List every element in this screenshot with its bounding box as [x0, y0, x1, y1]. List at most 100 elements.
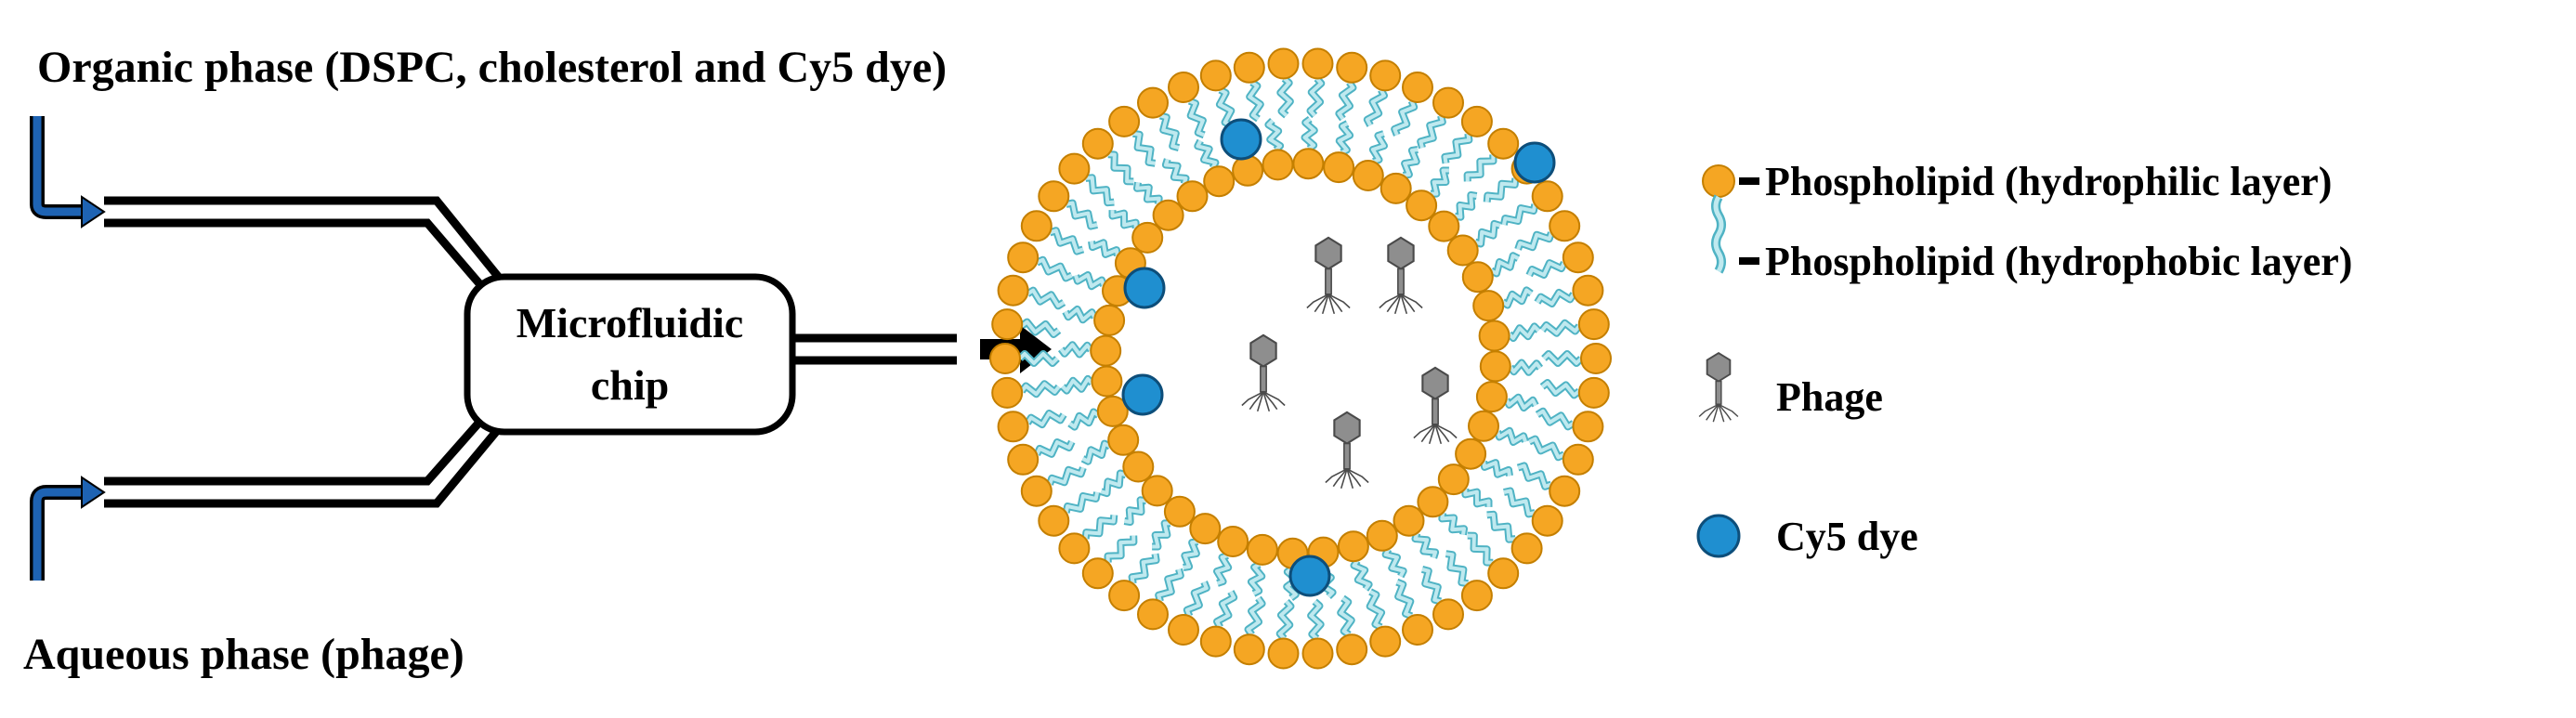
outer-lipid-head — [1199, 59, 1232, 92]
outer-lipid-head — [1301, 637, 1334, 670]
outer-lipid-head — [1081, 127, 1114, 160]
outer-lipid-head — [1137, 598, 1169, 631]
lipid-tail-core — [1085, 176, 1115, 205]
lipid-tail-core — [1403, 148, 1419, 177]
lipid-tail-core — [1215, 554, 1231, 585]
phage-capsid — [1706, 351, 1732, 383]
inner-lipid-head — [1189, 513, 1222, 545]
lipid-tail-core — [1383, 548, 1406, 578]
outer-lipid-head — [1487, 127, 1520, 160]
inner-lipid-head — [1163, 495, 1196, 528]
lipid-tail-core — [1135, 182, 1161, 205]
phage-leg — [1393, 294, 1402, 315]
outer-lipid-head — [1081, 557, 1114, 590]
outer-lipid-head — [1572, 411, 1604, 443]
lipid-tail-core — [1090, 241, 1119, 256]
legend-hydrophobic: Phospholipid (hydrophobic layer) — [1739, 239, 2352, 284]
outer-lipid-head — [1199, 625, 1232, 658]
inner-lipid-head — [1096, 395, 1129, 427]
outer-lipid-head — [1301, 47, 1334, 80]
lipid-tail-core — [1443, 133, 1471, 164]
lipid-tail-core — [1352, 559, 1371, 591]
cy5-dye-molecule — [1121, 373, 1164, 416]
phage-capsid — [1314, 236, 1342, 270]
lipid-heads-layer — [989, 47, 1612, 670]
inner-lipid-head — [1107, 424, 1140, 456]
lipid-tail-core — [1157, 568, 1183, 603]
lipid-tail-core — [1159, 113, 1180, 150]
phage-leg — [1718, 403, 1725, 423]
outer-lipid-head — [1020, 210, 1053, 242]
phage-leg — [1379, 294, 1402, 309]
lipid-tail-core — [1536, 290, 1576, 306]
outer-lipid-head — [997, 274, 1029, 307]
outer-lipid-head — [1233, 51, 1265, 84]
phage-capsid — [1249, 333, 1277, 368]
phage-leg — [1346, 468, 1354, 490]
phage-leg — [1434, 424, 1443, 445]
lipid-tail-core — [1026, 288, 1066, 308]
phage-leg — [1332, 468, 1348, 488]
phage-leg — [1420, 424, 1436, 443]
phage-leg — [1327, 294, 1343, 313]
outer-lipid-head — [1369, 59, 1402, 92]
phage-leg — [1386, 294, 1402, 313]
outer-lipid-head — [1233, 633, 1265, 666]
lipid-tail-core — [1365, 88, 1386, 126]
lipid-tail-core — [1217, 87, 1234, 127]
outer-lipid-head — [1137, 86, 1169, 119]
dye-molecules — [1121, 118, 1556, 597]
lipid-tail-core — [1367, 590, 1384, 630]
lipid-tail-core — [1248, 80, 1262, 121]
inner-lipid-head — [1141, 475, 1173, 507]
outer-lipid-head — [991, 308, 1024, 341]
lipid-tail-core — [1528, 437, 1565, 460]
lipid-tail-core — [1508, 324, 1540, 341]
inner-lipid-head — [1292, 148, 1325, 180]
phage-capsid — [1421, 366, 1449, 400]
lipid-tail-core — [1152, 521, 1170, 549]
inner-lipid-head — [1122, 450, 1155, 483]
phage-leg — [1434, 424, 1458, 439]
phage-tail — [1325, 268, 1332, 295]
phage-tail — [1715, 380, 1722, 405]
lipid-tail-core — [1337, 122, 1353, 155]
inner-lipid-head — [1380, 172, 1412, 204]
lipid-tail-core — [1277, 600, 1293, 640]
legend-hydrophobic-label: Phospholipid (hydrophobic layer) — [1765, 239, 2352, 284]
lipid-tail-core — [1064, 307, 1097, 322]
inner-lipid-head — [1366, 519, 1398, 552]
outer-lipid-head — [1531, 504, 1563, 537]
phage-leg — [1400, 294, 1408, 315]
lipid-tail-core — [1308, 77, 1324, 117]
inner-lipid-head — [1479, 350, 1511, 383]
phage-leg — [1718, 403, 1732, 421]
phage-tail — [1397, 268, 1405, 295]
phage-leg — [1306, 294, 1329, 309]
phage-leg — [1340, 468, 1348, 490]
outer-lipid-head — [1460, 105, 1493, 137]
inner-lipid-head — [1091, 365, 1123, 398]
lipid-tail-core — [1540, 381, 1581, 398]
inner-lipid-head — [1090, 334, 1122, 367]
lipid-tail-core — [1018, 352, 1059, 365]
lipid-tail-core — [1183, 540, 1198, 569]
phage-icon — [1413, 366, 1458, 445]
lipid-tail-core — [1445, 552, 1469, 586]
phage-leg — [1314, 294, 1329, 313]
microfluidic-chip: Microfluidic chip — [464, 273, 796, 436]
inner-lipid-head — [1468, 410, 1499, 442]
phage-leg — [1327, 294, 1336, 315]
outer-lipid-head — [1038, 504, 1070, 537]
lipid-tail-core — [1064, 491, 1100, 514]
lipid-tail-core — [1517, 463, 1552, 489]
organic-inlet-arrow-icon — [30, 116, 106, 228]
lipid-tail-core — [1066, 201, 1098, 228]
outer-lipid-head — [1549, 210, 1581, 242]
lipid-tail-core — [1467, 533, 1494, 565]
phage-capsid — [1387, 236, 1415, 270]
outer-lipid-head — [1267, 47, 1300, 80]
inner-lipid-head — [1437, 463, 1470, 496]
phage-leg — [1262, 391, 1271, 412]
outer-lipid-head — [1432, 598, 1464, 631]
